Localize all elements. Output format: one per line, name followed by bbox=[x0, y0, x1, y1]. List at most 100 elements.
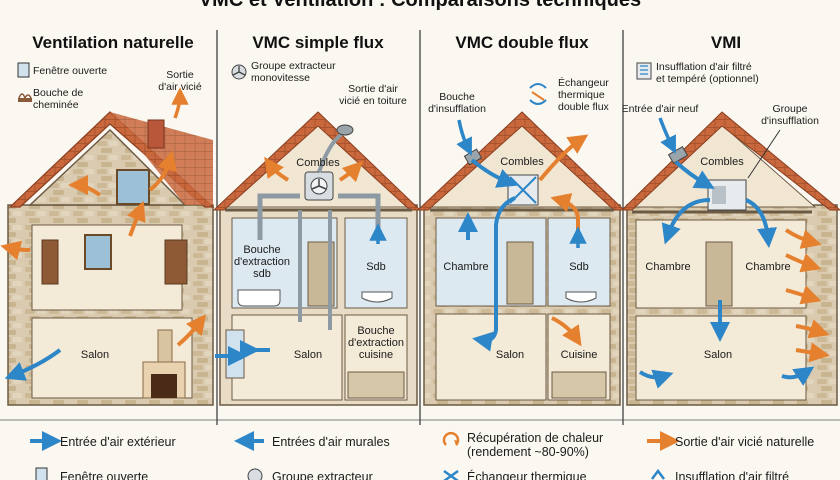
bottom-legend-label: Récupération de chaleur bbox=[467, 431, 603, 445]
callout-leader bbox=[747, 129, 781, 179]
exchanger-icon-cross bbox=[531, 91, 545, 101]
page-title: VMC et Ventilation : Comparaisons techni… bbox=[199, 0, 641, 11]
callout-label: Sortie d'air bbox=[348, 83, 398, 95]
chimney bbox=[147, 119, 165, 149]
legend-label: Fenêtre ouverte bbox=[33, 65, 107, 77]
exhaust-arrow bbox=[795, 319, 830, 339]
bathtub bbox=[237, 289, 281, 307]
supply-arrow bbox=[745, 198, 777, 248]
duct bbox=[257, 193, 381, 240]
supply-arrow bbox=[781, 366, 815, 386]
room-label: sdb bbox=[253, 268, 271, 280]
room-salon bbox=[231, 314, 343, 401]
room-label: cuisine bbox=[359, 349, 393, 361]
bottom-legend-label: Entrée d'air extérieur bbox=[60, 435, 176, 449]
fresh-air-arrow bbox=[470, 158, 518, 188]
chimney-vent-icon bbox=[18, 93, 32, 99]
room-label-salon: Salon bbox=[81, 349, 109, 361]
fan-icon bbox=[247, 468, 263, 480]
house-double-flux: Combles Chambre Sdb Salon Cuisine bbox=[416, 111, 626, 406]
exhaust-arrow bbox=[795, 342, 830, 363]
room-label: Combles bbox=[296, 157, 340, 169]
panel-header: VMC double flux bbox=[455, 33, 589, 52]
callout-label: Groupe bbox=[772, 103, 807, 115]
callout-arrow bbox=[456, 119, 472, 156]
room-label: d'extraction bbox=[234, 256, 290, 268]
chimney-vent-icon-base bbox=[18, 98, 32, 102]
callout-label: Sortie bbox=[166, 69, 194, 81]
callout-label: d'insufflation bbox=[761, 115, 819, 127]
insufflation-icon-lines bbox=[640, 65, 648, 75]
exhaust-arrow bbox=[127, 200, 146, 237]
sink bbox=[361, 291, 393, 303]
room-label: Sdb bbox=[569, 261, 589, 273]
legend-label: Insufflation d'air filtré bbox=[656, 61, 752, 73]
shutter bbox=[164, 239, 188, 285]
legend-label: cheminée bbox=[33, 99, 79, 111]
exhaust-arrow bbox=[264, 156, 290, 182]
room-salon bbox=[435, 313, 547, 401]
fireplace-flue bbox=[157, 329, 173, 363]
room-label: Bouche bbox=[357, 325, 394, 337]
exhaust-arrow bbox=[0, 240, 31, 261]
exchanger-icon bbox=[443, 469, 459, 480]
callout-label: vicié en toiture bbox=[339, 95, 407, 107]
legend-label: Groupe extracteur bbox=[251, 60, 336, 72]
roof-outlet bbox=[336, 124, 354, 136]
fresh-air-arrow bbox=[4, 348, 62, 381]
attic-window bbox=[116, 169, 150, 205]
kitchen-cabinet bbox=[347, 371, 405, 399]
panel-header: VMI bbox=[711, 33, 741, 52]
roof bbox=[620, 111, 840, 211]
supply-arrow bbox=[638, 369, 674, 389]
exhaust-arrow bbox=[171, 87, 189, 119]
callout-label: Échangeur bbox=[558, 76, 609, 89]
room-label: Salon bbox=[496, 349, 524, 361]
exhaust-arrow bbox=[784, 228, 822, 249]
callout-label: Entrée d'air neuf bbox=[622, 103, 699, 115]
bottom-legend-label: Groupe extracteur bbox=[272, 470, 373, 480]
bottom-legend-label: Échangeur thermique bbox=[467, 469, 587, 480]
legend-label: monovitesse bbox=[251, 72, 310, 84]
panel-header: VMC simple flux bbox=[252, 33, 384, 52]
exhaust-arrow bbox=[148, 150, 177, 192]
exhaust-arrow bbox=[176, 314, 207, 347]
fan-blades bbox=[232, 66, 246, 76]
unit-panel bbox=[712, 186, 726, 204]
bottom-legend-label: (rendement ~80-90%) bbox=[467, 445, 589, 459]
room-label: Combles bbox=[700, 156, 744, 168]
supply-arrow bbox=[661, 198, 711, 245]
duct bbox=[298, 210, 332, 330]
bottom-legend-label: Fenêtre ouverte bbox=[60, 470, 148, 480]
room-label: Combles bbox=[500, 156, 544, 168]
door bbox=[506, 241, 534, 305]
callout-label: d'air vicié bbox=[158, 81, 202, 93]
house-simple-flux: Combles Bouche d'extraction sdb Sdb Salo… bbox=[212, 111, 422, 406]
exhaust-arrow bbox=[785, 253, 822, 273]
extract-arrow bbox=[550, 193, 580, 240]
legend-label: et tempéré (optionnel) bbox=[656, 73, 759, 85]
shutter bbox=[41, 239, 59, 285]
legend-label: Bouche de bbox=[33, 87, 83, 99]
exhaust-arrow bbox=[538, 134, 589, 182]
room-label: Chambre bbox=[443, 261, 488, 273]
callout-label: Bouche bbox=[439, 91, 475, 103]
door bbox=[705, 241, 733, 307]
insufflation-legend-icon bbox=[651, 468, 665, 480]
fireplace-opening bbox=[151, 374, 177, 398]
window-icon bbox=[35, 467, 48, 480]
fan-blades bbox=[311, 179, 327, 190]
room-label: d'extraction bbox=[348, 337, 404, 349]
supply-arrow bbox=[472, 196, 516, 352]
room-label: Bouche bbox=[243, 244, 280, 256]
room-label: Salon bbox=[294, 349, 322, 361]
room-label: Salon bbox=[704, 349, 732, 361]
panel-header: Ventilation naturelle bbox=[32, 33, 194, 52]
room-label: Cuisine bbox=[561, 349, 598, 361]
callout-label: d'insufflation bbox=[428, 103, 486, 115]
callout-arrow bbox=[658, 117, 676, 154]
sink bbox=[565, 291, 597, 303]
room-label: Sdb bbox=[366, 261, 386, 273]
exhaust-arrow bbox=[338, 160, 364, 183]
